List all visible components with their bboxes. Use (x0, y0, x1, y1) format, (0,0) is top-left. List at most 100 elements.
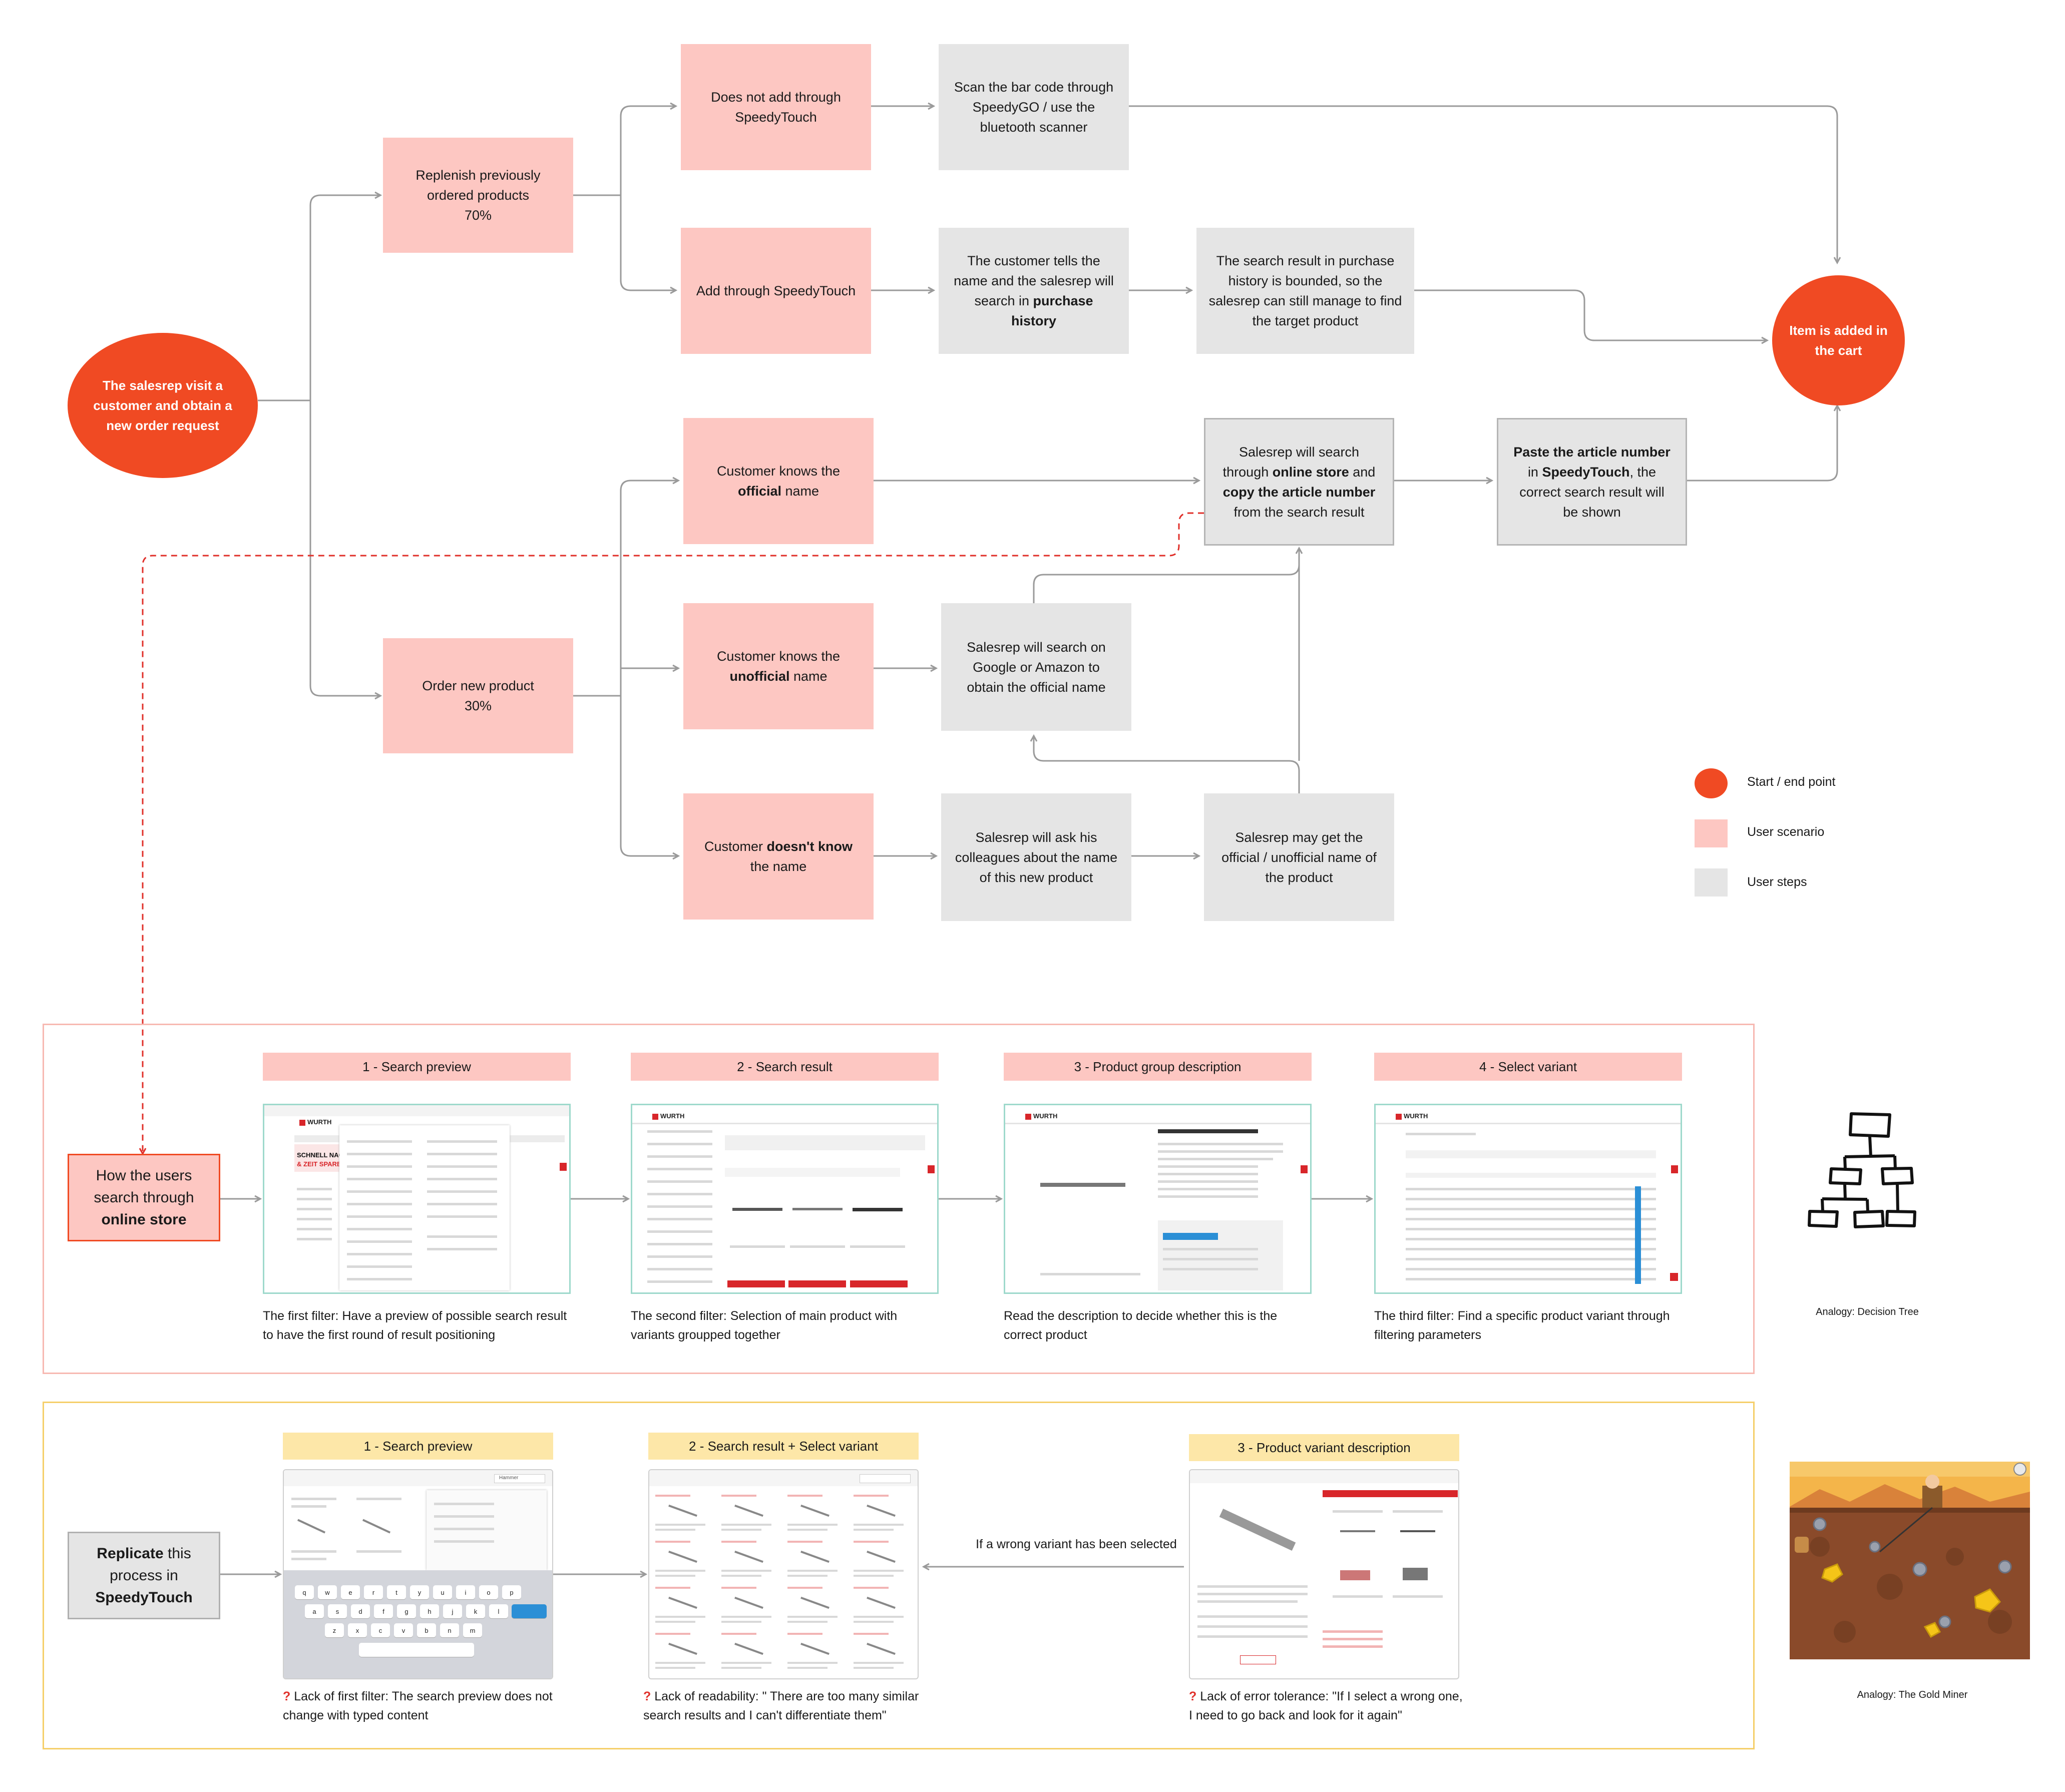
order-new-label: Order new product (422, 676, 534, 696)
replenish-node: Replenish previously ordered products 70… (383, 138, 573, 253)
online-store-node: Salesrep will search through online stor… (1204, 418, 1394, 546)
online-store-entry: How the users search through online stor… (68, 1154, 220, 1241)
online-step-2-screenshot: WURTH (631, 1104, 939, 1294)
knows-unofficial-label: Customer knows the unofficial name (695, 646, 862, 686)
knows-unofficial-node: Customer knows the unofficial name (683, 603, 874, 729)
keyboard-key[interactable]: w (318, 1585, 337, 1599)
online-step-3-caption: Read the description to decide whether t… (1004, 1306, 1314, 1345)
result-card[interactable] (721, 1493, 781, 1535)
keyboard-key[interactable]: t (387, 1585, 406, 1599)
keyboard-key[interactable]: l (489, 1604, 508, 1618)
result-card[interactable] (854, 1539, 914, 1581)
speedy-step-2-caption: ? Lack of readability: " There are too m… (643, 1687, 934, 1725)
wurth-logo: WURTH (299, 1118, 331, 1126)
speedy-step-1-label: 1 - Search preview (283, 1433, 553, 1460)
legend-start-end-swatch (1695, 768, 1728, 798)
end-node: Item is added in the cart (1772, 275, 1905, 405)
speedy-step-2-label: 2 - Search result + Select variant (648, 1433, 919, 1460)
scan-node: Scan the bar code through SpeedyGO / use… (939, 44, 1129, 170)
bounded-label: The search result in purchase history is… (1208, 251, 1402, 331)
ask-colleagues-label: Salesrep will ask his colleagues about t… (953, 827, 1119, 887)
keyboard-key[interactable]: n (440, 1623, 459, 1637)
online-step-1-screenshot: WURTH SCHNELL NACHBE & ZEIT SPAREN! (263, 1104, 571, 1294)
speedy-step-3-label: 3 - Product variant description (1189, 1434, 1459, 1461)
result-card[interactable] (787, 1539, 848, 1581)
keyboard-key[interactable]: q (295, 1585, 314, 1599)
google-label: Salesrep will search on Google or Amazon… (953, 637, 1119, 697)
legend-user-steps-label: User steps (1747, 875, 1807, 889)
keyboard-key[interactable]: d (351, 1604, 370, 1618)
speedy-step-2-screenshot (648, 1469, 919, 1679)
result-card[interactable] (721, 1585, 781, 1627)
speedytouch-entry: Replicate this process in SpeedyTouch (68, 1532, 220, 1619)
keyboard-key[interactable]: e (341, 1585, 360, 1599)
keyboard-space-key[interactable] (359, 1643, 474, 1657)
doesnt-know-label: Customer doesn't know the name (695, 836, 862, 876)
result-card[interactable] (854, 1631, 914, 1673)
result-card[interactable] (854, 1585, 914, 1627)
keyboard-key[interactable]: g (397, 1604, 416, 1618)
online-step-3-label: 3 - Product group description (1004, 1053, 1312, 1081)
keyboard-key[interactable]: c (371, 1623, 390, 1637)
online-step-3-screenshot: WURTH (1004, 1104, 1312, 1294)
online-step-2-caption: The second filter: Selection of main pro… (631, 1306, 941, 1345)
result-card[interactable] (655, 1539, 715, 1581)
result-card[interactable] (655, 1585, 715, 1627)
result-card[interactable] (721, 1631, 781, 1673)
result-card[interactable] (787, 1585, 848, 1627)
online-store-label: Salesrep will search through online stor… (1217, 442, 1381, 522)
not-add-node: Does not add through SpeedyTouch (681, 44, 871, 170)
gold-miner-analogy-label: Analogy: The Gold Miner (1832, 1689, 1992, 1701)
order-new-percentage: 30% (465, 696, 492, 716)
decision-tree-analogy-label: Analogy: Decision Tree (1795, 1306, 1940, 1318)
result-card[interactable] (655, 1631, 715, 1673)
speedytouch-entry-label: Replicate this process in SpeedyTouch (74, 1543, 214, 1609)
search-result-grid (649, 1470, 919, 1679)
may-get-node: Salesrep may get the official / unoffici… (1204, 793, 1394, 921)
online-step-1-label: 1 - Search preview (263, 1053, 571, 1081)
keyboard-key[interactable]: u (433, 1585, 452, 1599)
google-node: Salesrep will search on Google or Amazon… (941, 603, 1131, 731)
keyboard-key[interactable]: z (325, 1623, 344, 1637)
online-step-2-label: 2 - Search result (631, 1053, 939, 1081)
keyboard-return-key[interactable] (512, 1604, 547, 1618)
keyboard-key[interactable]: v (394, 1623, 413, 1637)
result-card[interactable] (787, 1493, 848, 1535)
paste-label: Paste the article number in SpeedyTouch,… (1510, 442, 1674, 522)
replenish-percentage: 70% (465, 205, 492, 225)
decision-tree-icon (1802, 1109, 1922, 1259)
doesnt-know-node: Customer doesn't know the name (683, 793, 874, 920)
order-new-node: Order new product 30% (383, 638, 573, 753)
keyboard-key[interactable]: r (364, 1585, 383, 1599)
result-card[interactable] (787, 1631, 848, 1673)
keyboard-key[interactable]: b (417, 1623, 436, 1637)
not-add-label: Does not add through SpeedyTouch (693, 87, 859, 127)
keyboard-key[interactable]: s (328, 1604, 347, 1618)
add-through-label: Add through SpeedyTouch (696, 281, 856, 301)
keyboard-key[interactable]: p (502, 1585, 521, 1599)
may-get-label: Salesrep may get the official / unoffici… (1216, 827, 1382, 887)
keyboard-key[interactable]: a (305, 1604, 324, 1618)
keyboard-key[interactable]: i (456, 1585, 475, 1599)
start-node: The salesrep visit a customer and obtain… (68, 333, 258, 478)
gold-miner-game-image (1790, 1462, 2030, 1659)
keyboard-key[interactable]: o (479, 1585, 498, 1599)
keyboard-key[interactable]: j (443, 1604, 462, 1618)
keyboard-key[interactable]: m (463, 1623, 482, 1637)
keyboard-key[interactable]: x (348, 1623, 367, 1637)
scan-label: Scan the bar code through SpeedyGO / use… (951, 77, 1117, 137)
result-card[interactable] (655, 1493, 715, 1535)
keyboard-key[interactable]: k (466, 1604, 485, 1618)
result-card[interactable] (721, 1539, 781, 1581)
keyboard-key[interactable]: h (420, 1604, 439, 1618)
result-card[interactable] (854, 1493, 914, 1535)
online-store-entry-label: How the users search through online stor… (74, 1165, 214, 1231)
start-node-label: The salesrep visit a customer and obtain… (83, 375, 243, 435)
ask-colleagues-node: Salesrep will ask his colleagues about t… (941, 793, 1131, 921)
legend-user-scenario-label: User scenario (1747, 825, 1824, 839)
paste-node: Paste the article number in SpeedyTouch,… (1497, 418, 1687, 546)
keyboard-key[interactable]: f (374, 1604, 393, 1618)
keyboard-key[interactable]: y (410, 1585, 429, 1599)
